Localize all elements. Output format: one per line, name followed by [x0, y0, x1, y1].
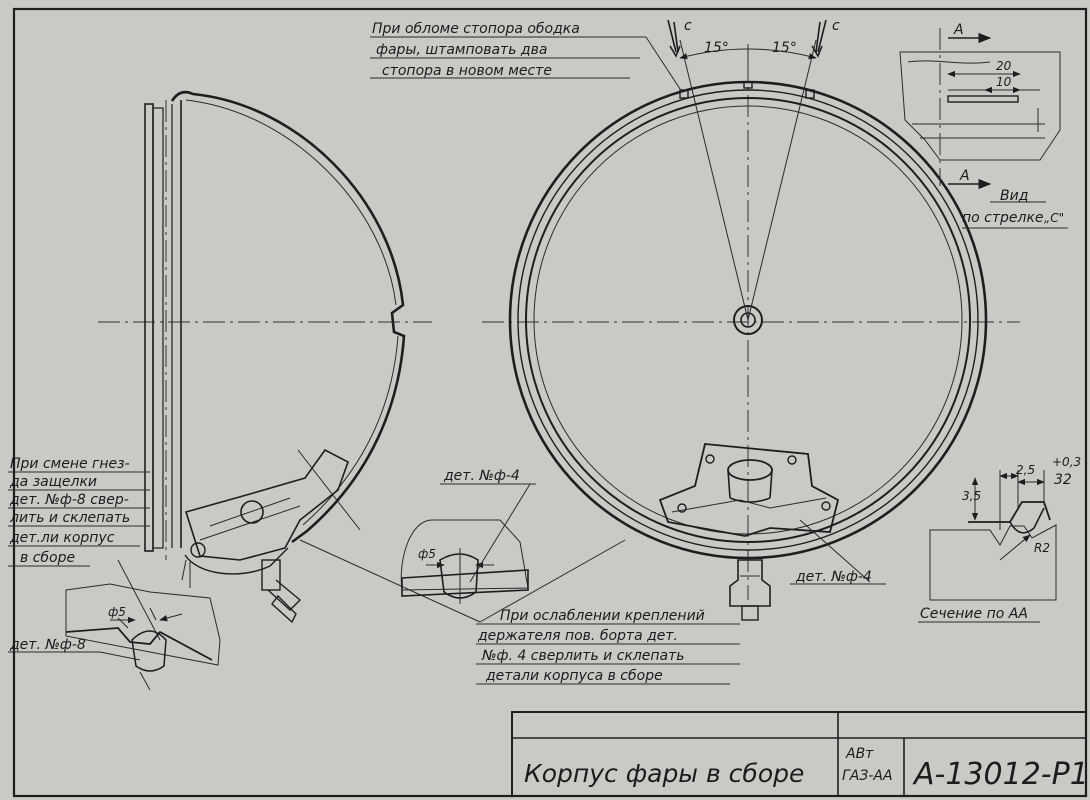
label-view-line-1: Вид [1000, 188, 1028, 204]
note-left-line-5: дет.ли корпус [9, 530, 115, 546]
note-bottom-line-2: держателя пов. борта дет. [477, 628, 678, 644]
label-det-f4-right: дет. №ф-4 [795, 569, 872, 585]
label-phi5-left: ф5 [108, 605, 126, 619]
front-view [479, 19, 1020, 623]
note-top-line-1: При обломе стопора ободка [372, 21, 580, 37]
view-arrow-c [899, 28, 1061, 190]
label-section-aa: Сечение по АА [920, 606, 1028, 622]
note-bottom-line-4: детали корпуса в сборе [485, 668, 663, 684]
label-view-line-2: по стрелке [962, 210, 1044, 226]
label-det-f8: дет. №ф-8 [9, 637, 86, 653]
title-block-org-1: АВт [845, 746, 874, 762]
note-left-line-1: При смене гнез- [10, 456, 130, 472]
label-view-a-top: А [953, 22, 964, 38]
rivet-detail [400, 483, 531, 604]
latch-detail [65, 559, 221, 691]
label-dim-20: 20 [996, 59, 1012, 73]
label-view-a-bottom: А [959, 168, 970, 184]
section-aa [929, 470, 1057, 601]
title-block-org-2: ГАЗ-АА [842, 768, 893, 784]
note-bottom-line-1: При ослаблении креплений [500, 608, 705, 624]
label-angle-right: 15° [772, 40, 797, 56]
label-det-f4-center: дет. №ф-4 [443, 468, 520, 484]
note-top-line-2: фары, штамповать два [376, 42, 547, 58]
side-section-view [98, 90, 481, 624]
note-left-line-4: лить и склепать [9, 510, 130, 526]
title-block-code: А-13012-Р1 [912, 757, 1089, 792]
note-left-line-6: в сборе [20, 550, 75, 566]
label-phi5-center: ф5 [418, 547, 436, 561]
title-block [511, 711, 1087, 797]
note-left-line-2: да защелки [9, 474, 97, 490]
label-dim-10: 10 [996, 75, 1012, 89]
label-arrow-c-right: с [832, 18, 840, 34]
label-dim-2-5: 2,5 [1016, 463, 1035, 477]
label-tol-003: +0,3 [1052, 455, 1081, 469]
title-block-name: Корпус фары в сборе [524, 759, 804, 788]
note-bottom-line-3: №ф. 4 сверлить и склепать [481, 648, 685, 664]
label-dim-3-5: 3,5 [962, 489, 981, 503]
label-arrow-c-left: с [684, 18, 692, 34]
note-underlines [8, 36, 1068, 685]
note-top-line-3: стопора в новом месте [382, 63, 552, 79]
label-dim-r2: R2 [1034, 541, 1050, 555]
label-dim-32: 32 [1054, 472, 1072, 488]
label-angle-left: 15° [704, 40, 729, 56]
label-view-line-3: „С" [1044, 211, 1064, 225]
note-left-line-3: дет. №ф-8 свер- [9, 492, 129, 508]
